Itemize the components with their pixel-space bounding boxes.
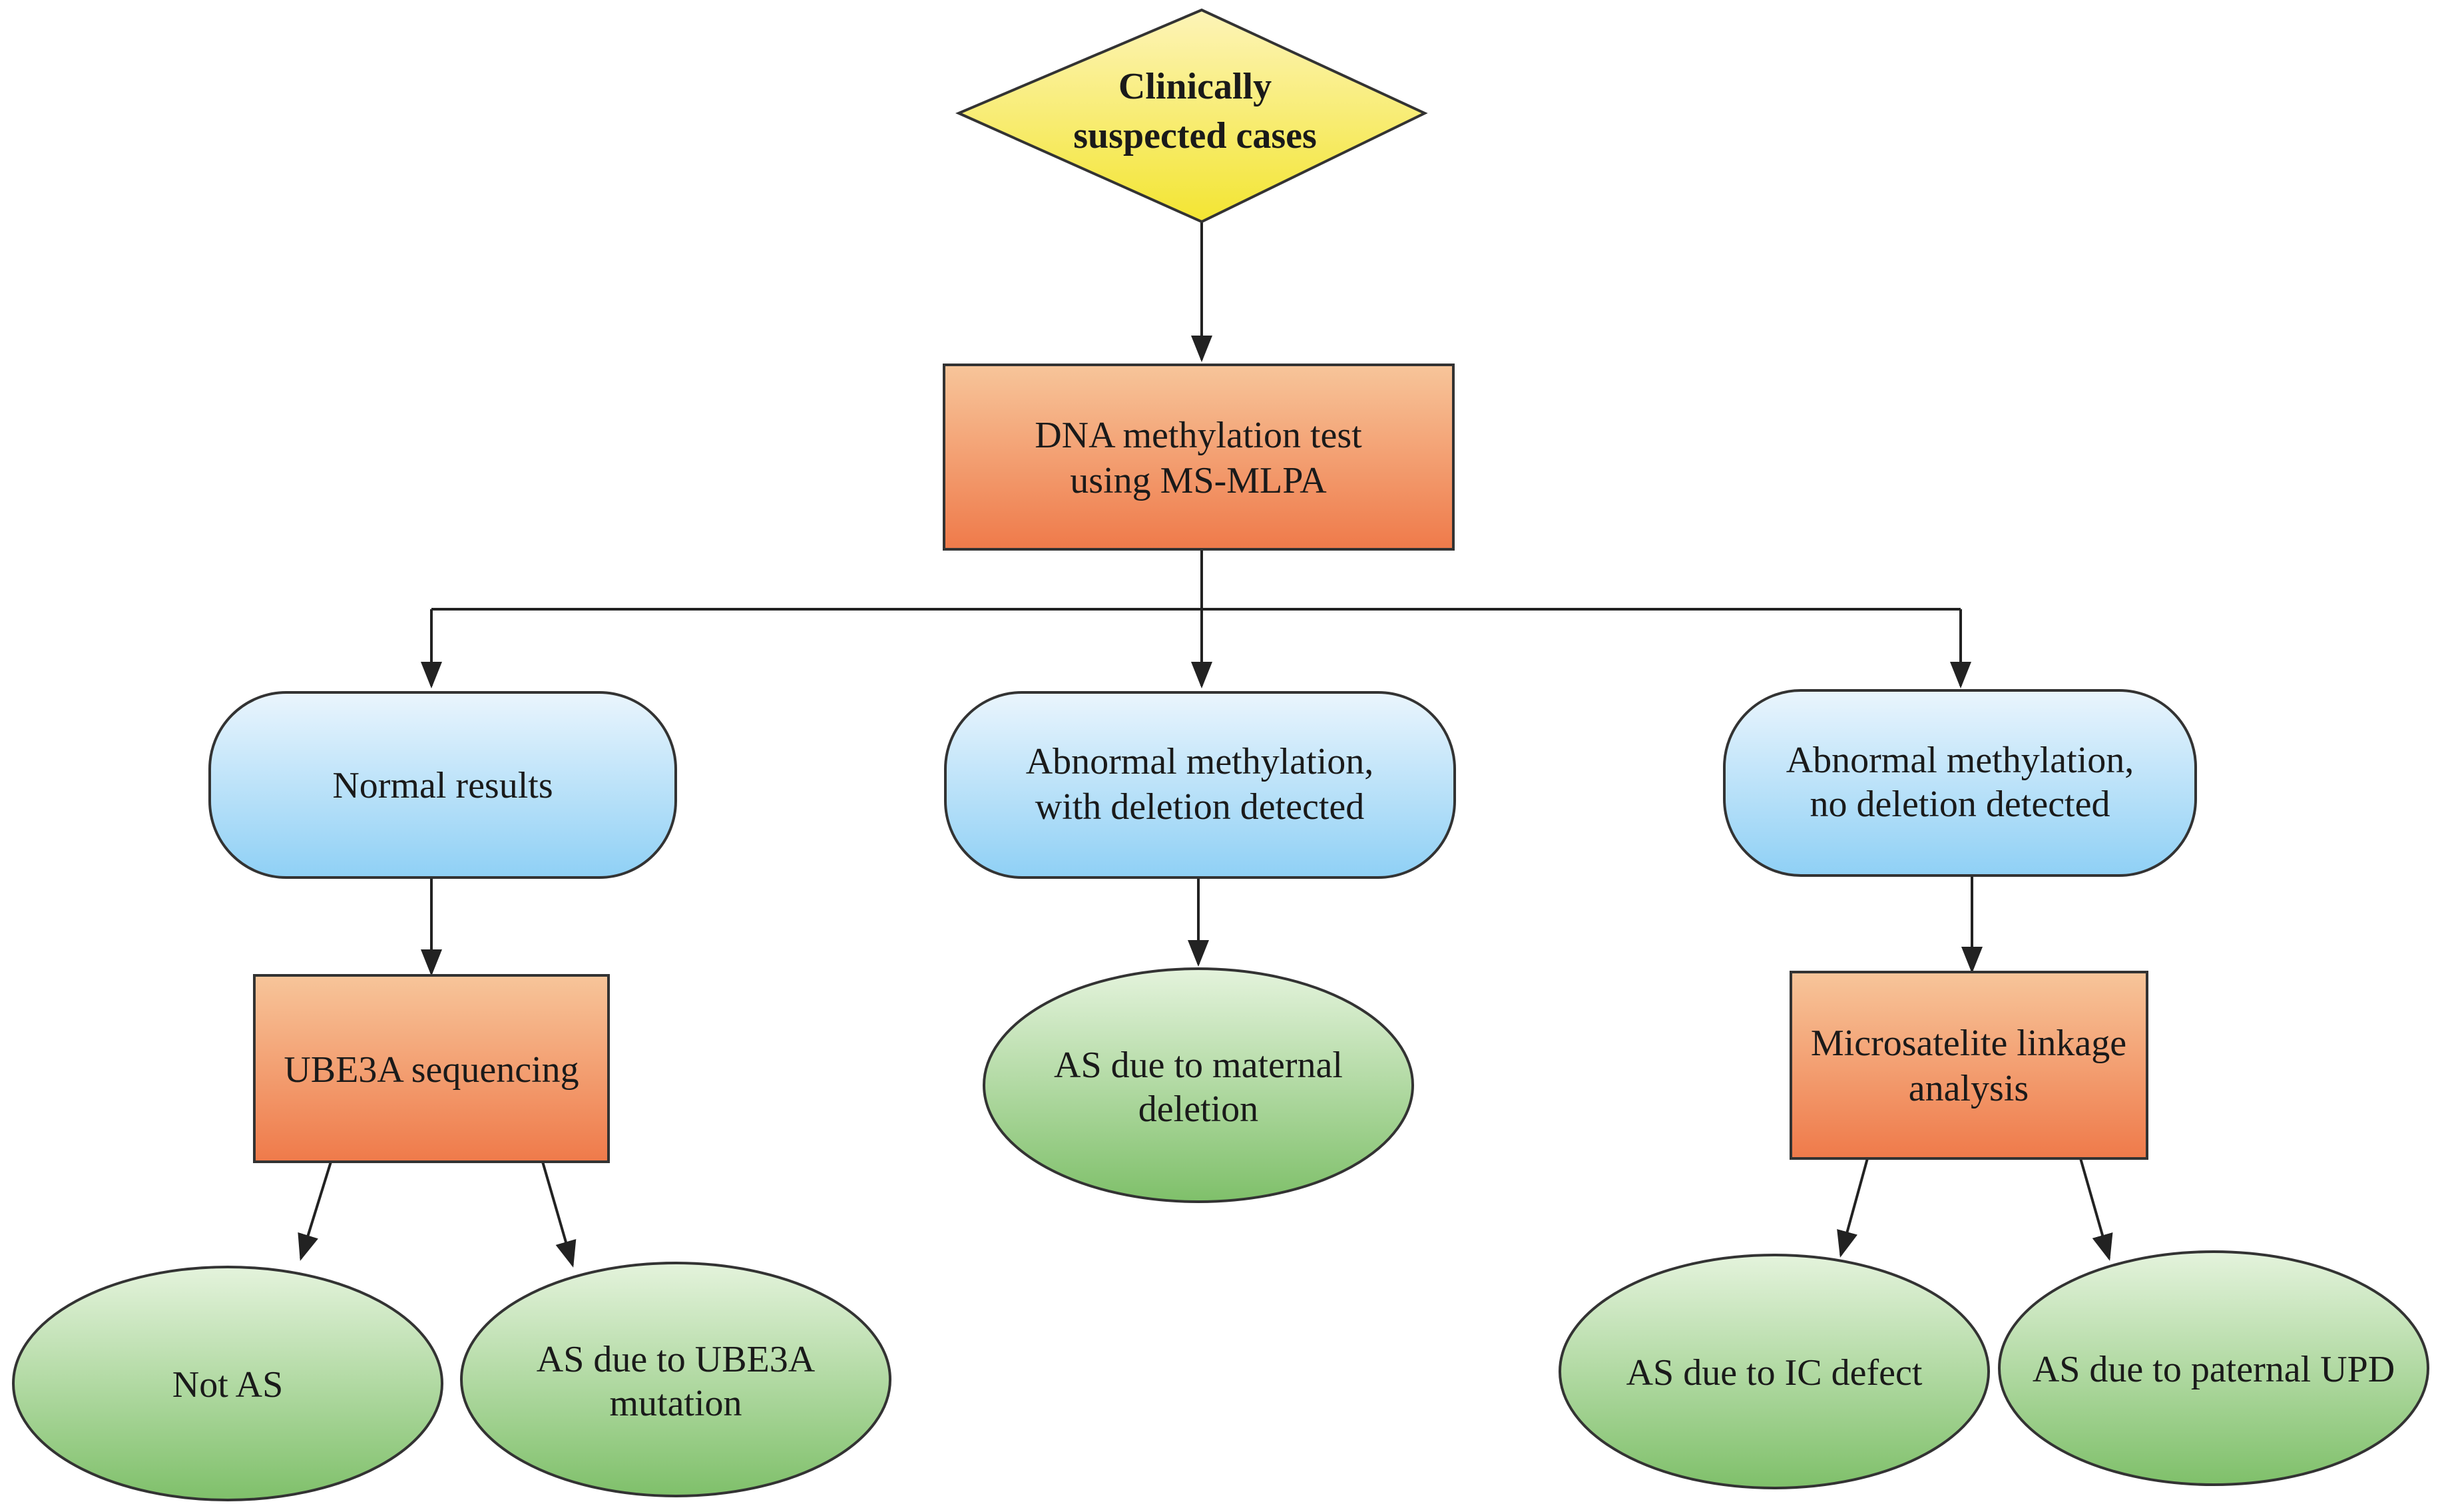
as-paternal-upd-label: AS due to paternal UPD: [2033, 1349, 2395, 1390]
start-node: Clinically suspected cases: [955, 8, 1428, 224]
start-label-line1: Clinically: [1118, 66, 1272, 107]
abnormal-no-deletion-line2: no deletion detected: [1810, 784, 2110, 825]
abnormal-with-deletion-line2: with deletion detected: [1035, 786, 1364, 828]
microsatellite-line2: analysis: [1909, 1068, 2029, 1109]
methylation-test-line1: DNA methylation test: [1035, 415, 1362, 456]
abnormal-no-deletion-pill: [1723, 689, 2197, 877]
not-as-label: Not AS: [172, 1364, 284, 1405]
as-paternal-upd-ellipse: [1998, 1250, 2429, 1486]
ube3a-sequencing-node: UBE3A sequencing: [253, 974, 610, 1163]
as-ic-defect-label: AS due to IC defect: [1626, 1352, 1923, 1393]
normal-results-pill: [208, 691, 677, 879]
methylation-test-box: [943, 364, 1455, 551]
connectors: [298, 222, 2113, 1268]
microsatellite-node: Microsatelite linkage analysis: [1790, 971, 2148, 1160]
not-as-node: Not AS: [12, 1266, 443, 1501]
normal-results-node: Normal results: [208, 691, 677, 879]
as-ic-defect-node: AS due to IC defect: [1559, 1254, 1990, 1489]
ube3a-sequencing-label: UBE3A sequencing: [284, 1049, 579, 1091]
as-ube3a-mutation-line2: mutation: [609, 1383, 742, 1424]
microsatellite-box: [1790, 971, 2148, 1160]
abnormal-with-deletion-node: Abnormal methylation, with deletion dete…: [944, 691, 1456, 879]
as-maternal-deletion-ellipse: [983, 967, 1414, 1203]
as-paternal-upd-node: AS due to paternal UPD: [1998, 1250, 2429, 1486]
not-as-ellipse: [12, 1266, 443, 1501]
normal-results-label: Normal results: [332, 765, 553, 806]
ube3a-sequencing-box: [253, 974, 610, 1163]
as-ic-defect-ellipse: [1559, 1254, 1990, 1489]
methylation-test-node: DNA methylation test using MS-MLPA: [943, 364, 1455, 551]
abnormal-no-deletion-line1: Abnormal methylation,: [1786, 740, 2134, 781]
arrow-microsatellite-to-paternal-upd: [2079, 1158, 2113, 1261]
microsatellite-line1: Microsatelite linkage: [1811, 1023, 2126, 1064]
arrow-ube3a-to-not-as: [298, 1161, 332, 1261]
start-diamond: [955, 8, 1428, 224]
abnormal-no-deletion-node: Abnormal methylation, no deletion detect…: [1723, 689, 2197, 877]
as-ube3a-mutation-line1: AS due to UBE3A: [537, 1339, 816, 1380]
start-label-line2: suspected cases: [1073, 115, 1317, 156]
methylation-test-line2: using MS-MLPA: [1070, 460, 1327, 501]
as-ube3a-mutation-node: AS due to UBE3A mutation: [460, 1262, 891, 1497]
abnormal-with-deletion-line1: Abnormal methylation,: [1026, 741, 1374, 782]
as-maternal-deletion-line2: deletion: [1138, 1089, 1258, 1130]
abnormal-with-deletion-pill: [944, 691, 1456, 879]
as-ube3a-mutation-ellipse: [460, 1262, 891, 1497]
as-maternal-deletion-line1: AS due to maternal: [1054, 1045, 1343, 1086]
as-maternal-deletion-node: AS due to maternal deletion: [983, 967, 1414, 1203]
arrow-ube3a-to-mutation: [541, 1161, 577, 1268]
arrow-microsatellite-to-ic-defect: [1837, 1158, 1869, 1258]
